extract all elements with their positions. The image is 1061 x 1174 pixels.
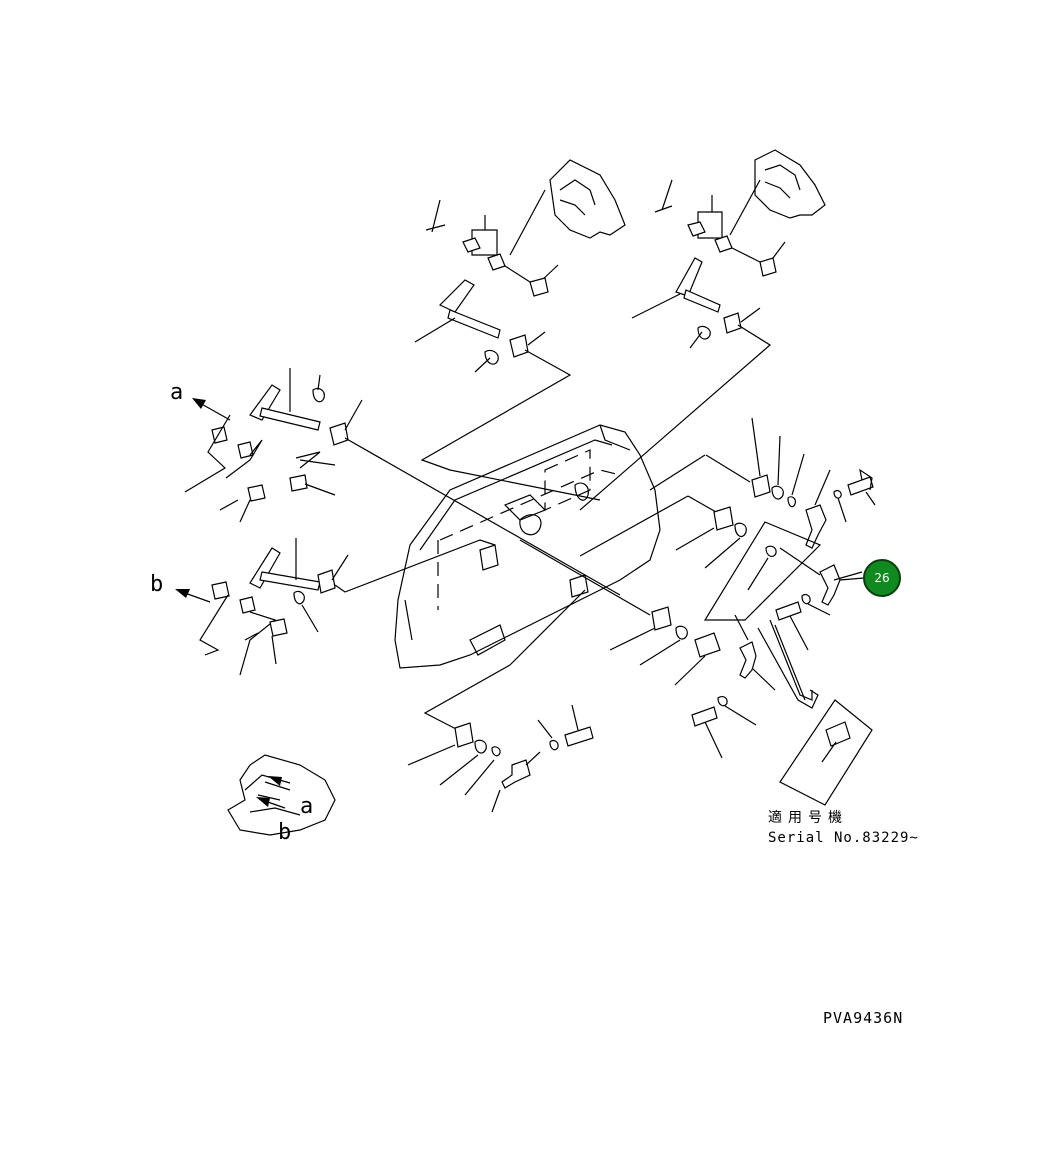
- serial-note-english: Serial No.83229~: [768, 830, 919, 846]
- part-callout-number: 26: [874, 571, 890, 585]
- left-upper-lever-group: [184, 368, 621, 596]
- arrow-label-a: a: [170, 380, 184, 405]
- key-view-label-b: b: [278, 820, 292, 845]
- arrow-label-b: b: [150, 572, 164, 597]
- transmission-case: [394, 424, 661, 669]
- serial-note-japanese: 適用号機: [768, 810, 848, 826]
- direction-arrows: [175, 398, 231, 603]
- callout-leader: [839, 577, 865, 581]
- upper-right-lever-shaft: [579, 257, 772, 511]
- right-upper-linkage: [579, 417, 876, 569]
- lower-right-linkage: [519, 539, 776, 759]
- part-callout-badge[interactable]: 26: [863, 559, 901, 597]
- upper-left-valve-assembly: [425, 159, 626, 297]
- lower-center-linkage: [407, 589, 594, 813]
- left-lower-lever-group: [199, 538, 496, 676]
- drawing-code: PVA9436N: [823, 1009, 904, 1027]
- upper-left-lever-shaft: [414, 279, 601, 501]
- key-view-label-a: a: [300, 794, 314, 819]
- upper-right-valve-assembly: [654, 149, 826, 277]
- reference-key-view: [227, 754, 336, 836]
- serial-change-detail: [703, 521, 873, 806]
